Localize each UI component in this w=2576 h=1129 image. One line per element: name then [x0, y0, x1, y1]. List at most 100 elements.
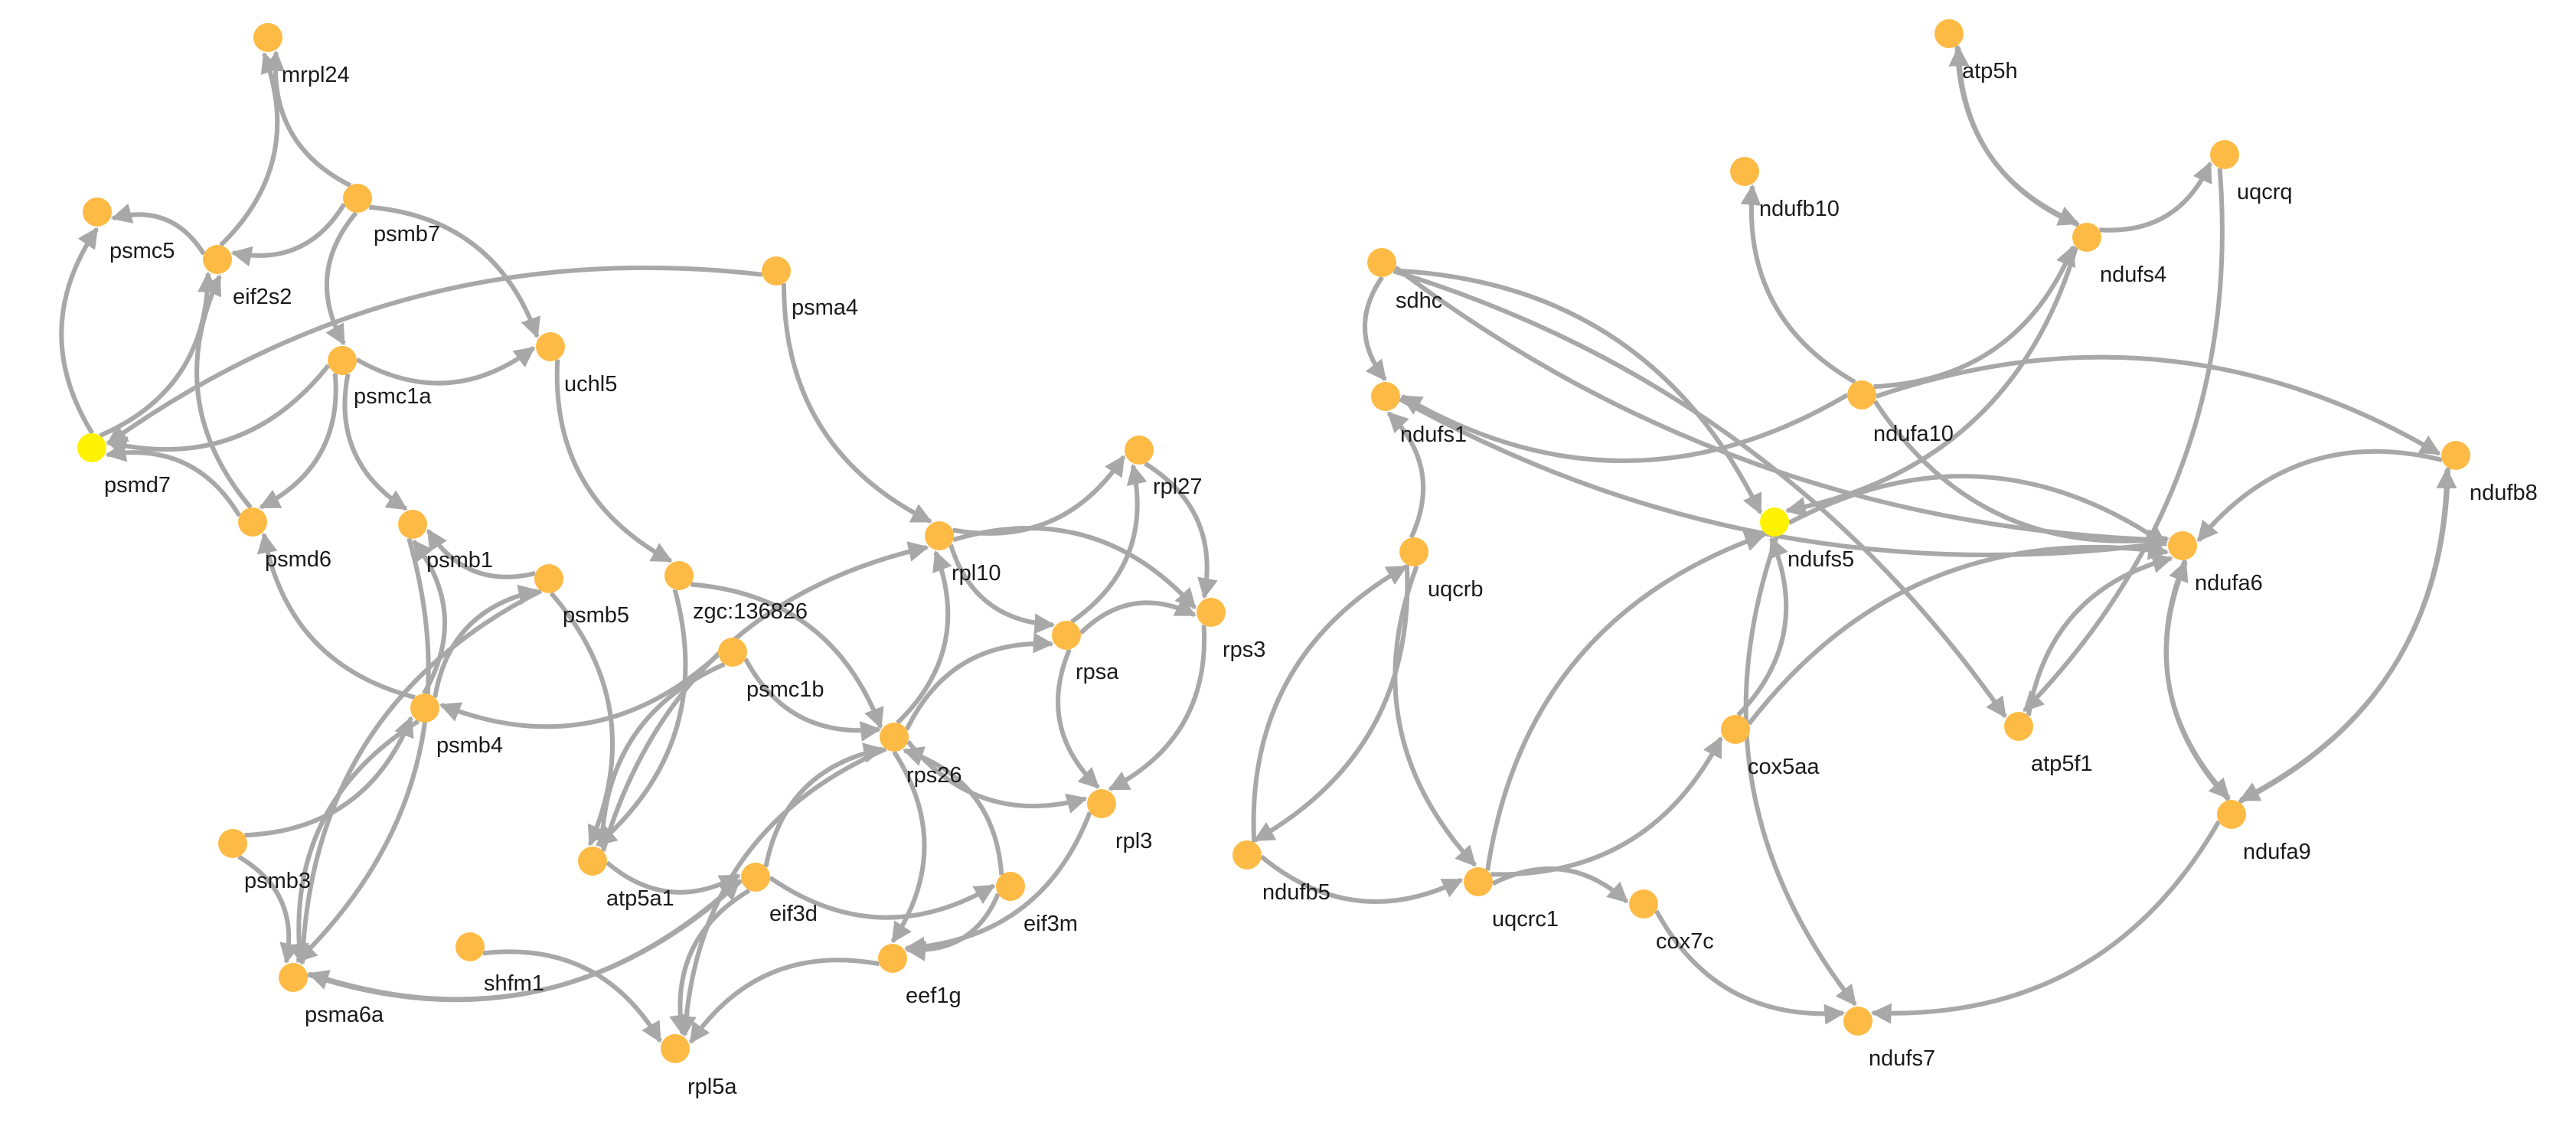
edge-psmd7-to-eif2s2	[99, 271, 218, 438]
node-label-eif2s2: eif2s2	[233, 285, 292, 309]
node-sdhc	[1367, 248, 1396, 277]
node-label-ndufs4: ndufs4	[2100, 263, 2166, 287]
node-psmc1b	[718, 638, 747, 667]
node-label-mrpl24: mrpl24	[282, 63, 350, 87]
node-cox5aa	[1721, 715, 1750, 744]
edge-ndufa10-to-ndufs1	[1400, 393, 1849, 463]
edge-ndufa10-to-ndufs4	[1873, 245, 2076, 390]
edge-uchl5-to-zgc-136826	[554, 359, 673, 563]
edge-psmb3-to-psmb4	[244, 716, 414, 838]
edge-psmc1b-to-rps26	[743, 657, 882, 742]
edge-psmb7-to-eif2s2	[230, 203, 347, 267]
edge-ndufa9-to-ndufa6	[2164, 560, 2231, 802]
edge-psma6a-to-eif3d	[306, 879, 741, 1003]
node-label-rpl10: rpl10	[952, 561, 1001, 586]
edge-uqcrq-to-atp5f1	[2023, 168, 2225, 713]
node-uqcrq	[2210, 140, 2239, 169]
edge-ndufb8-to-ndufa9	[2238, 468, 2450, 802]
edge-ndufa9-to-ndufb8	[2238, 468, 2457, 804]
node-label-psmb1: psmb1	[426, 548, 493, 573]
node-ndufa10	[1847, 380, 1876, 410]
node-ndufs4	[2072, 223, 2101, 252]
node-eif2s2	[203, 245, 232, 274]
edge-psmd7-to-psmc5	[59, 227, 99, 435]
node-atp5h	[1934, 19, 1964, 48]
edge-psmd6-to-psmd7	[105, 441, 242, 517]
edge-rpl3-to-eef1g	[904, 811, 1092, 958]
node-label-psmc1b: psmc1b	[746, 677, 824, 702]
node-label-psmb3: psmb3	[244, 869, 311, 893]
node-atp5f1	[2004, 712, 2033, 741]
edge-uqcrc1-to-cox7c	[1491, 866, 1629, 904]
edge-ndufb8-to-ndufa6	[2196, 449, 2443, 543]
node-ndufa6	[2168, 531, 2197, 560]
edge-cox5aa-to-ndufs5	[1736, 537, 1789, 717]
node-cox7c	[1629, 889, 1658, 919]
edge-uqcrb-to-uqcrc1	[1392, 565, 1477, 867]
node-label-psmb7: psmb7	[374, 222, 440, 246]
node-uqcrb	[1399, 537, 1428, 566]
edge-rpsa-to-rps3	[1079, 597, 1197, 635]
edge-psmb1-to-psma6a	[295, 537, 431, 963]
edge-rpl10-to-rpsa	[948, 543, 1056, 635]
node-label-atp5f1: atp5f1	[2031, 752, 2093, 776]
node-label-rpl27: rpl27	[1153, 475, 1203, 499]
node-label-psmc1a: psmc1a	[354, 384, 432, 409]
edge-ndufb5-to-uqcrc1	[1259, 854, 1464, 904]
edge-sdhc-to-ndufs1	[1362, 276, 1387, 382]
node-label-uqcrq: uqcrq	[2237, 180, 2293, 204]
node-label-rpsa: rpsa	[1076, 660, 1119, 684]
node-label-ndufa6: ndufa6	[2195, 571, 2263, 595]
edge-eef1g-to-rpl5a	[688, 958, 880, 1044]
edge-ndufs4-to-uqcrq	[2099, 161, 2212, 233]
edge-ndufa10-to-ndufa6	[1872, 400, 2170, 551]
node-psma4	[762, 256, 791, 286]
node-psmc5	[83, 197, 112, 227]
edge-cox7c-to-ndufs7	[1654, 909, 1846, 1025]
node-label-ndufa9: ndufa9	[2243, 840, 2311, 864]
edge-psmb3-to-psma6a	[237, 854, 300, 964]
node-label-sdhc: sdhc	[1396, 289, 1442, 313]
edge-psmc1a-to-uchl5	[355, 346, 536, 386]
node-rps26	[880, 723, 909, 752]
edge-psmc1a-to-psmd7	[106, 364, 331, 457]
node-psma6a	[279, 963, 308, 992]
edge-uqcrc1-to-ndufs5	[1485, 531, 1766, 871]
node-label-psma4: psma4	[792, 295, 858, 320]
edge-uqcrb-to-ndufb5	[1253, 564, 1410, 843]
edge-ndufs4-to-ndufs5	[1784, 246, 2078, 517]
node-label-uqcrc1: uqcrc1	[1492, 907, 1559, 932]
node-label-psmd6: psmd6	[265, 547, 331, 572]
edge-shfm1-to-rpl5a	[482, 949, 662, 1043]
edge-rpsa-to-rpl27	[1070, 463, 1148, 624]
node-ndufs1	[1371, 382, 1400, 411]
edge-layer	[59, 45, 2457, 1044]
node-label-ndufa10: ndufa10	[1873, 422, 1954, 446]
edge-ndufb5-to-uqcrb	[1251, 564, 1408, 843]
edge-eif3d-to-rps26	[763, 742, 885, 868]
edge-psma4-to-psmd7	[106, 265, 762, 445]
edge-psmb5-to-psma6a	[292, 589, 543, 966]
node-rps3	[1197, 598, 1226, 627]
edge-rps3-to-rpl3	[1108, 625, 1207, 791]
node-label-ndufb5: ndufb5	[1262, 880, 1330, 905]
node-psmd6	[238, 507, 267, 537]
node-label-rpl5a: rpl5a	[687, 1075, 737, 1099]
edge-eif2s2-to-psmc5	[110, 203, 206, 256]
edge-rpl10-to-rps3	[952, 526, 1197, 610]
node-label-uqcrb: uqcrb	[1428, 577, 1484, 602]
node-atp5a1	[578, 847, 607, 876]
node-rpl27	[1125, 436, 1154, 465]
node-rpl5a	[661, 1034, 690, 1063]
node-psmb7	[343, 184, 372, 213]
edge-psmb5-to-atp5a1	[549, 591, 615, 847]
edge-ndufa10-to-ndufb8	[1875, 354, 2441, 456]
node-label-uchl5: uchl5	[564, 372, 617, 396]
edge-psmb4-to-psma6a	[288, 719, 420, 964]
edge-eif3d-to-rpl5a	[669, 888, 751, 1036]
edge-rpl27-to-rps3	[1144, 461, 1218, 599]
node-rpl10	[925, 521, 954, 550]
edge-ndufa9-to-ndufs7	[1870, 820, 2221, 1024]
edge-psmb4-to-psmb5	[433, 584, 540, 698]
